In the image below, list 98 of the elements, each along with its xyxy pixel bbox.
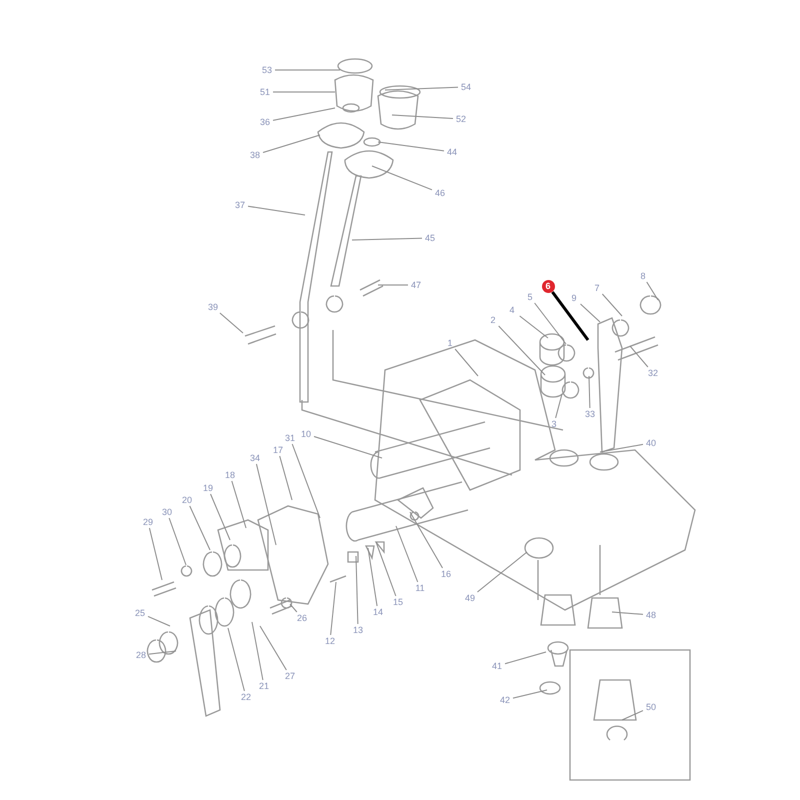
leader-line <box>148 650 176 655</box>
callout-number: 37 <box>234 200 246 210</box>
callout-number: 38 <box>248 150 261 160</box>
callout-number: 9 <box>570 292 578 304</box>
leader-line <box>279 456 292 500</box>
leader-line <box>356 556 358 624</box>
leader-line <box>292 444 320 518</box>
callout-number: 32 <box>646 368 659 378</box>
leader-line <box>612 612 644 615</box>
leader-line <box>630 346 648 368</box>
leader-line <box>210 494 230 540</box>
callout-number: 29 <box>142 516 154 528</box>
leader-line <box>330 582 336 636</box>
callout-number: 46 <box>434 188 446 198</box>
callout-number: 22 <box>240 692 252 702</box>
callout-number: 36 <box>258 116 271 128</box>
leader-line <box>290 604 298 612</box>
leader-line <box>454 348 478 376</box>
callout-number: 31 <box>284 432 296 444</box>
leader-line <box>384 86 458 90</box>
leader-line <box>551 291 590 341</box>
callout-number: 30 <box>160 506 173 518</box>
callout-number: 53 <box>260 64 273 76</box>
callout-number: 40 <box>644 438 657 448</box>
leader-line <box>148 616 170 626</box>
leader-line <box>378 142 444 152</box>
leader-line <box>228 628 245 692</box>
callout-number: 6 <box>542 280 554 292</box>
leader-line <box>498 326 546 376</box>
leader-line <box>248 206 306 216</box>
callout-number: 17 <box>272 444 284 456</box>
leader-line <box>252 622 264 680</box>
callout-number: 54 <box>460 82 472 92</box>
callout-number: 16 <box>440 568 452 580</box>
callout-number: 39 <box>206 302 219 312</box>
leader-line <box>372 166 432 190</box>
leader-line <box>368 548 378 606</box>
leader-line <box>148 528 162 580</box>
leader-line <box>392 114 454 120</box>
callout-number: 52 <box>454 114 467 124</box>
callout-number: 11 <box>414 582 426 594</box>
callout-number: 18 <box>224 470 236 480</box>
leader-line <box>378 284 408 286</box>
callout-number: 14 <box>372 606 384 618</box>
callout-number: 33 <box>584 408 596 420</box>
callout-number: 7 <box>593 282 600 294</box>
leader-line <box>512 690 548 699</box>
callout-number: 12 <box>324 636 336 646</box>
callout-number: 15 <box>392 596 404 608</box>
callout-number: 47 <box>410 280 422 290</box>
leader-line <box>519 316 548 338</box>
leader-line <box>262 134 320 154</box>
leader-line <box>504 652 546 664</box>
callout-number: 48 <box>644 610 657 620</box>
callout-number: 19 <box>202 482 214 494</box>
leader-line <box>168 518 186 566</box>
callout-number: 45 <box>424 232 436 244</box>
leader-line <box>219 312 244 334</box>
callout-number: 25 <box>134 608 146 618</box>
callout-number: 21 <box>258 680 270 692</box>
leader-line <box>189 506 210 550</box>
leader-line <box>602 294 622 316</box>
callout-number: 8 <box>639 270 646 282</box>
callout-number: 51 <box>258 86 271 98</box>
callout-number: 2 <box>489 314 496 326</box>
callout-number: 26 <box>296 612 308 624</box>
callout-number: 13 <box>352 624 364 636</box>
leader-line <box>580 304 600 322</box>
leader-line <box>231 480 246 528</box>
leader-line <box>352 238 422 240</box>
leader-line <box>396 526 418 582</box>
leader-line <box>272 108 336 121</box>
leader-line <box>314 436 382 458</box>
callout-number: 10 <box>300 428 312 440</box>
leader-line <box>534 302 566 344</box>
leader-line <box>646 282 658 300</box>
leader-line <box>555 394 562 418</box>
callout-number: 34 <box>248 452 261 464</box>
callout-number: 5 <box>526 292 534 302</box>
callout-number: 49 <box>464 592 476 604</box>
leader-line <box>600 444 644 452</box>
callout-number: 28 <box>134 650 147 660</box>
leader-line <box>260 626 287 670</box>
callout-number: 4 <box>508 304 516 316</box>
callout-number: 41 <box>490 660 503 672</box>
leader-line <box>376 542 396 596</box>
leader-line <box>476 552 528 592</box>
leader-line <box>588 376 590 408</box>
callout-number: 1 <box>446 338 454 348</box>
leader-line <box>256 464 276 546</box>
callout-number: 42 <box>498 694 511 706</box>
callout-number: 50 <box>644 702 657 712</box>
leader-line <box>410 512 444 568</box>
callout-number: 20 <box>180 494 193 506</box>
callout-number: 3 <box>550 418 558 430</box>
callout-number: 27 <box>284 670 296 682</box>
leader-line <box>622 710 644 720</box>
callout-number: 44 <box>446 146 458 158</box>
